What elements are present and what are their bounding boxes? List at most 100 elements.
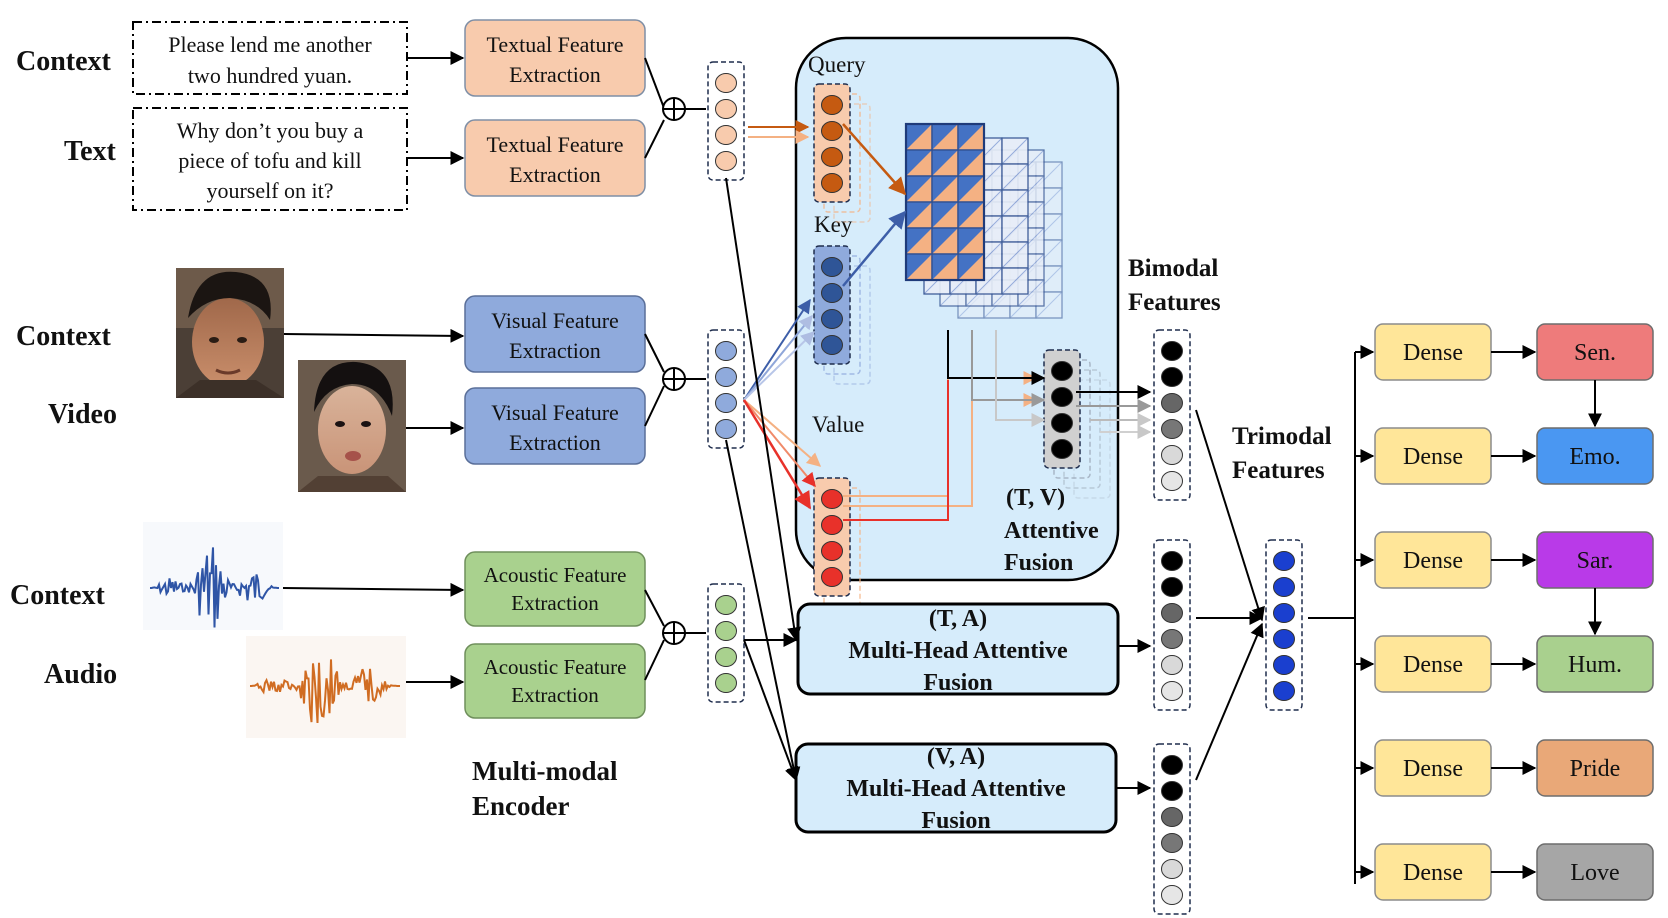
dense-label: Dense [1403,652,1463,678]
dense-label: Dense [1403,548,1463,574]
line-acoustic-2-to-plus [644,639,665,681]
acoustic-extractor-2-line-2: Extraction [511,683,599,707]
key-vector [813,245,871,385]
textual-extractor-2: Textual Feature Extraction [464,119,646,197]
visual-extractor-1: Visual Feature Extraction [464,295,646,373]
output-row-love: Dense Love [1355,843,1654,901]
output-label: Hum. [1568,652,1622,678]
output-row-pride: Dense Pride [1355,739,1654,797]
context-utterance-box [132,21,408,95]
ta-fusion-line-1: (T, A) [929,606,987,632]
textual-extractor-1-line-2: Extraction [509,62,601,87]
bimodal-vector-tv [1153,329,1191,501]
tv-fusion-label-line-3: Fusion [1004,550,1073,576]
audio-label: Audio [44,659,117,690]
acoustic-extractor-1-line-2: Extraction [511,591,599,615]
audio-context-label: Context [10,580,106,611]
visual-extractor-1-line-2: Extraction [509,338,601,363]
visual-extractor-2-line-2: Extraction [509,430,601,455]
acoustic-extractor-2: Acoustic Feature Extraction [464,643,646,719]
arrow-audio-context-to-acoustic [282,582,465,597]
visual-extractor-2-line-1: Visual Feature [491,400,619,425]
visual-extractor-1-line-1: Visual Feature [491,308,619,333]
text-utterance-box [132,107,408,211]
bimodal-label-line-1: Bimodal [1128,255,1218,282]
feature-vectors [707,61,1303,915]
line-textual-2-to-plus [644,119,665,159]
line-visual-1-to-plus [644,333,665,373]
tv-fusion-label-line-1: (T, V) [1006,485,1065,511]
textual-extractor-2-line-1: Textual Feature [486,132,623,157]
output-label: Sen. [1574,340,1616,366]
value-label: Value [812,412,864,437]
trimodal-vector [1265,539,1303,711]
line-visual-2-to-plus [644,385,665,427]
waveform-blue [150,547,279,628]
output-box [1536,739,1654,797]
trimodal-label-line-1: Trimodal [1232,423,1332,450]
encoder-label-line-2: Encoder [472,791,570,821]
bimodal-to-trimodal-arrows [1195,409,1265,781]
visual-encoded-vector [707,329,745,449]
dense-label: Dense [1403,340,1463,366]
query-label: Query [808,52,866,77]
va-fusion-line-1: (V, A) [927,744,985,770]
trimodal-label-line-2: Features [1232,457,1325,484]
video-label: Video [48,399,117,430]
textual-extractor-1-line-1: Textual Feature [486,32,623,57]
line-textual-1-to-plus [644,57,665,109]
textual-extractor-1: Textual Feature Extraction [464,19,646,97]
text-utterance-line-1: Why don’t you buy a [177,118,364,143]
text-context-label: Context [16,46,112,77]
dense-label: Dense [1403,756,1463,782]
internal-attention-arrows [742,120,1152,521]
tv-fusion-label-line-2: Attentive [1004,518,1099,544]
line-acoustic-1-to-plus [644,589,665,627]
dense-label: Dense [1403,860,1463,886]
output-row-sen: Dense Sen. [1355,323,1654,381]
waveform-orange [250,659,400,724]
visual-extractor-2: Visual Feature Extraction [464,387,646,465]
context-utterance-line-2: two hundred yuan. [188,63,352,88]
output-row-sar: Dense Sar. [1355,531,1654,589]
ta-fusion-line-2: Multi-Head Attentive [848,638,1068,664]
dense-label: Dense [1403,444,1463,470]
acoustic-extractor-1: Acoustic Feature Extraction [464,551,646,627]
plus-circle-icon [662,97,686,121]
face-image-male [176,268,284,398]
trimodal-to-dense-bus [1308,352,1356,884]
bimodal-vector-ta [1153,539,1191,711]
attention-matrix-stack [904,122,1063,319]
bimodal-vector-va [1153,743,1191,915]
ta-fusion-line-3: Fusion [923,670,992,696]
encoder-to-fusion-arrows [725,177,802,782]
output-row-hum: Dense Hum. [1355,635,1654,693]
bimodal-label-line-2: Features [1128,289,1221,316]
text-encoded-vector [707,61,745,181]
video-context-label: Context [16,321,112,352]
acoustic-extractor-2-line-1: Acoustic Feature [484,655,627,679]
acoustic-extractor-1-line-1: Acoustic Feature [484,563,627,587]
va-fusion-block: (V, A) Multi-Head Attentive Fusion [794,742,1118,834]
plus-circle-icon [662,621,686,645]
context-utterance-line-1: Please lend me another [168,32,372,57]
arrow-video-context-to-visual [283,328,465,343]
plus-circle-icon [662,367,686,391]
acoustic-encoded-vector [707,583,745,703]
text-utterance-line-2: piece of tofu and kill [178,148,361,173]
output-label: Pride [1570,756,1621,782]
face-image-female [298,360,406,492]
text-label: Text [64,136,117,167]
output-box [1536,843,1654,901]
va-fusion-line-3: Fusion [921,808,990,834]
textual-extractor-2-line-2: Extraction [509,162,601,187]
ta-fusion-block: (T, A) Multi-Head Attentive Fusion [796,602,1120,696]
output-box [1536,635,1654,693]
output-label: Sar. [1577,548,1614,574]
output-label: Love [1570,860,1619,886]
va-fusion-line-2: Multi-Head Attentive [846,776,1066,802]
text-utterance-line-3: yourself on it? [206,178,333,203]
